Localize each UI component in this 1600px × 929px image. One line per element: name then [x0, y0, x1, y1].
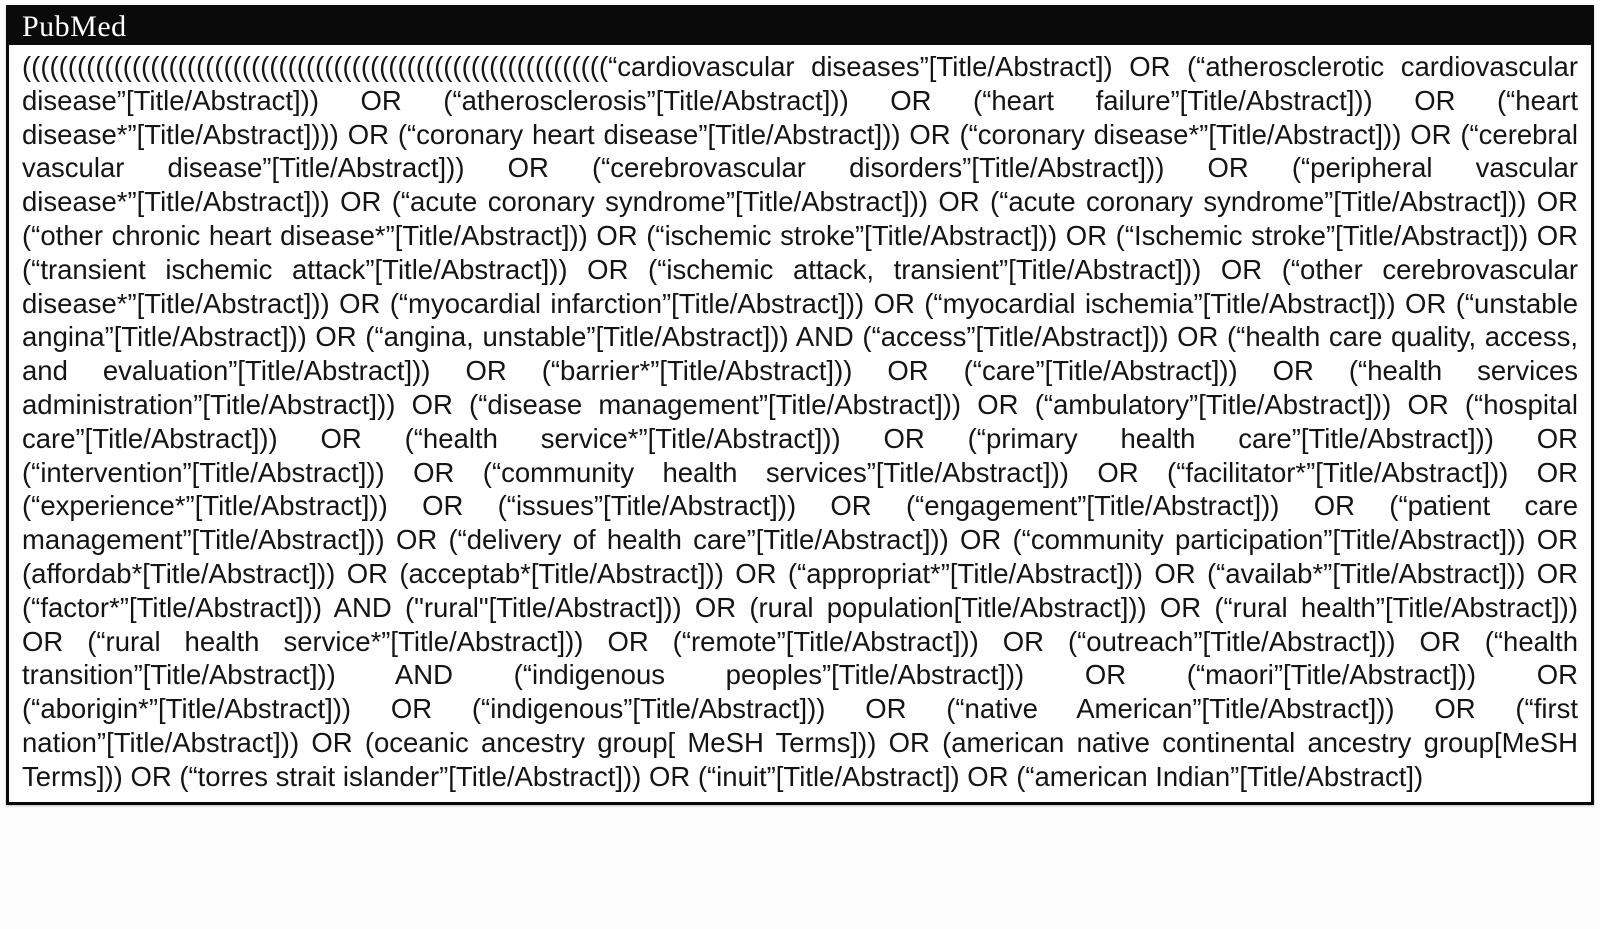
search-query-cell: ((((((((((((((((((((((((((((((((((((((((… [9, 45, 1591, 802]
database-name-label: PubMed [22, 9, 127, 43]
search-query-text: ((((((((((((((((((((((((((((((((((((((((… [22, 51, 1578, 792]
database-header-bar: PubMed [9, 8, 1591, 45]
search-strategy-table: PubMed (((((((((((((((((((((((((((((((((… [6, 5, 1594, 805]
